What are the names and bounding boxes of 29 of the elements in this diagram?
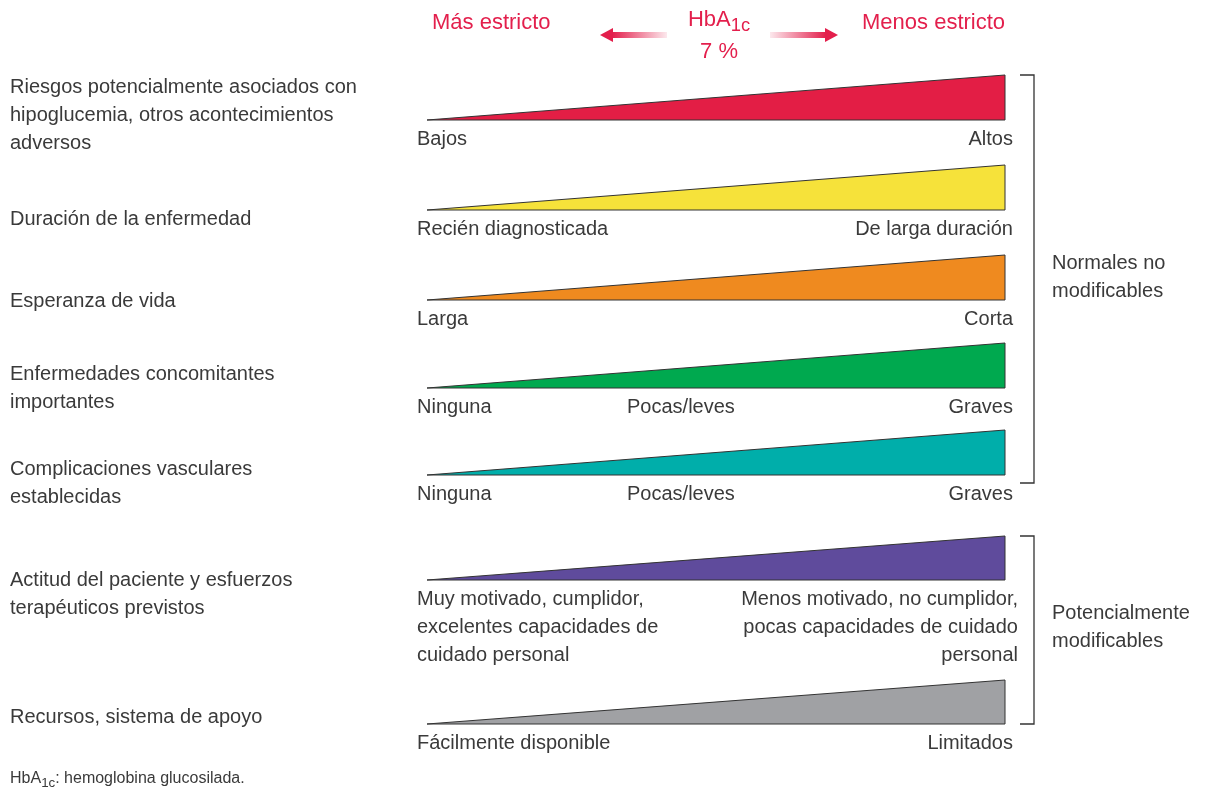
heading-label: Menos estricto	[862, 8, 1006, 36]
scale-high-label: Corta	[963, 306, 1013, 331]
scale-low-label: Fácilmente disponible	[417, 730, 612, 755]
scale-high-label: Menos motivado, no cumplidor, pocas capacidades de cuidado personal	[740, 586, 1018, 667]
row-label: Actitud del paciente y esfuerzos terapéuticos previstos	[10, 567, 294, 620]
scale-low-label: Larga	[417, 306, 470, 331]
row-label: Riesgos potencialmente asociados con hipoglucemia, otros acontecimientos adversos	[10, 74, 358, 155]
row-label: Duración de la enfermedad	[10, 206, 253, 231]
hba1c-label: HbA$_{1c}$ 7 %	[686, 6, 752, 65]
scale-high-label: Altos	[967, 126, 1013, 151]
row-label: Complicaciones vasculares establecidas	[10, 456, 254, 509]
scale-low-label: Muy motivado, cumplidor, excelentes capacidades de cuidado personal	[417, 586, 660, 667]
scale-low-label: Ninguna	[417, 481, 493, 506]
scale-low-label: Ninguna	[417, 394, 493, 419]
group-label: Normales no modificables	[1052, 250, 1167, 303]
scale-high-label: Graves	[947, 481, 1013, 506]
group-label: Potencialmente modificables	[1052, 600, 1191, 653]
heading-label: Más estricto	[432, 8, 551, 36]
row-label: Esperanza de vida	[10, 288, 177, 313]
scale-low-label: Recién diagnosticada	[417, 216, 610, 241]
footnote: HbA$_{1c}$: hemoglobina glucosilada.	[10, 768, 245, 791]
scale-high-label: Limitados	[926, 730, 1013, 755]
scale-mid-label: Pocas/leves	[627, 481, 735, 506]
scale-high-label: Graves	[947, 394, 1013, 419]
row-label: Enfermedades concomitantes importantes	[10, 361, 276, 414]
scale-low-label: Bajos	[417, 126, 469, 151]
scale-mid-label: Pocas/leves	[627, 394, 735, 419]
row-label: Recursos, sistema de apoyo	[10, 704, 264, 729]
scale-high-label: De larga duración	[854, 216, 1013, 241]
